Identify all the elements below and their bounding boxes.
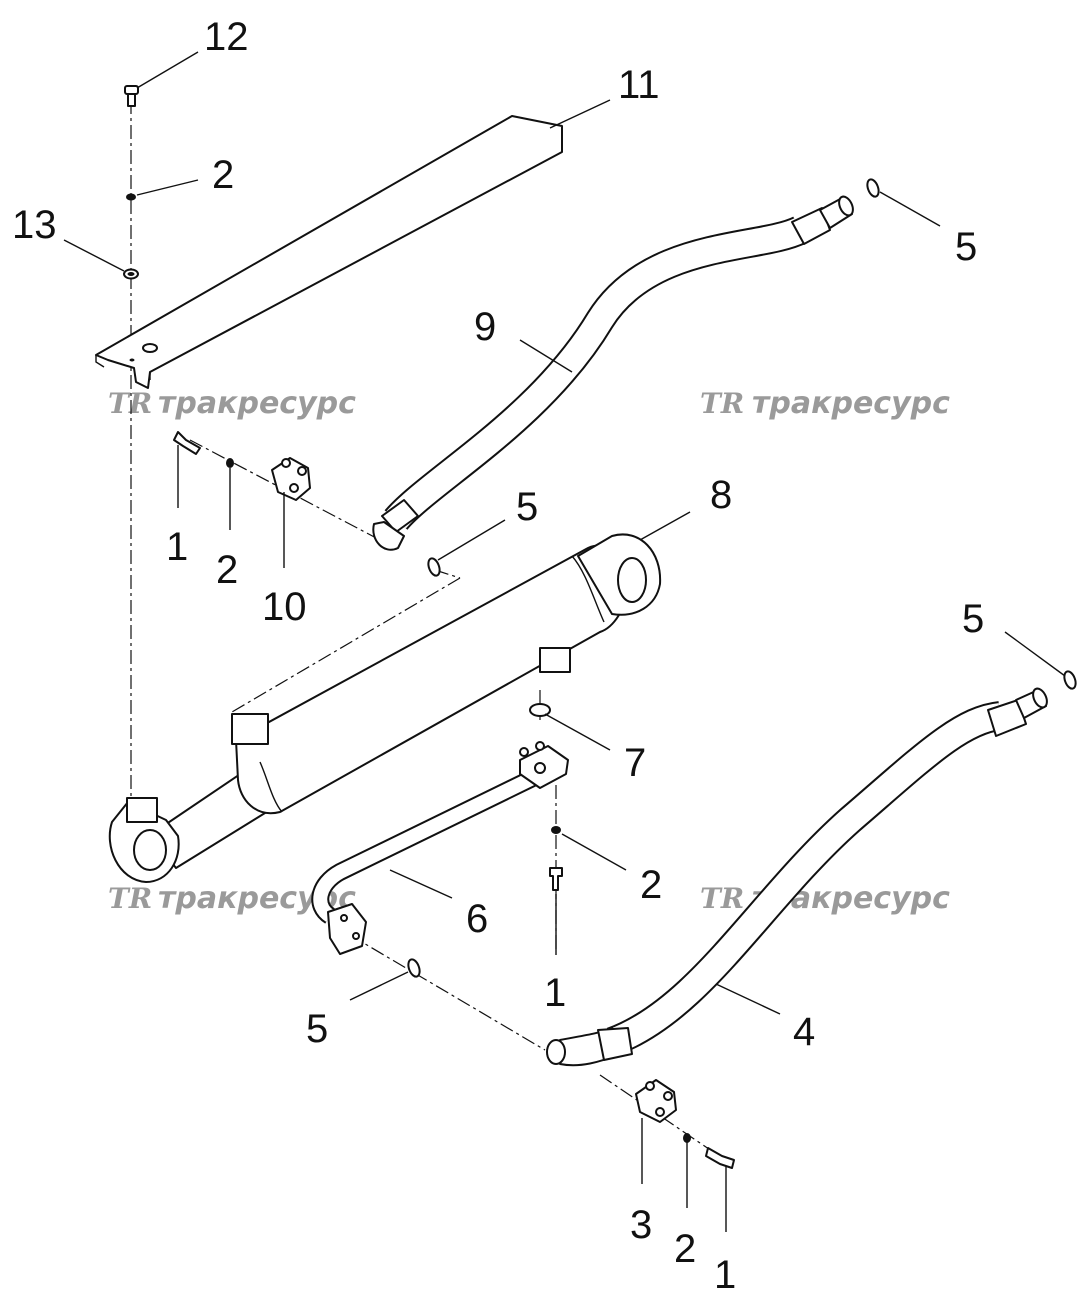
callout-2: 2: [674, 1227, 696, 1271]
watermark-logo: TR: [700, 882, 744, 915]
watermark-2: TR тракресурс: [700, 386, 950, 421]
watermark-logo: TR: [700, 387, 744, 420]
callout-4: 4: [793, 1010, 815, 1054]
callout-6: 6: [466, 897, 488, 941]
o-ring-7: [529, 703, 551, 717]
washer-2-left: [226, 458, 234, 468]
callout-2: 2: [640, 863, 662, 907]
washer-2-top: [126, 193, 136, 201]
callout-7: 7: [624, 741, 646, 785]
watermark-logo: TR: [108, 387, 152, 420]
hose-9: [372, 195, 854, 551]
steel-tube-6: [311, 741, 569, 955]
callout-5: 5: [962, 597, 984, 641]
bolt-top: [124, 85, 139, 107]
leader-lines: [63, 51, 1066, 1232]
callouts: 12 11 2 13 5 9 1 2 10 5 8 5 7 2 6 1 5 4 …: [12, 15, 984, 1297]
callout-11: 11: [618, 63, 660, 107]
washer-2-bottom: [683, 1133, 691, 1143]
callout-2: 2: [212, 153, 234, 197]
o-ring-5-mid: [427, 557, 441, 577]
callout-10: 10: [262, 585, 307, 629]
o-ring-5-upper: [866, 178, 880, 198]
o-ring-5-right: [1063, 670, 1077, 690]
bolt-bottom: [705, 1147, 735, 1169]
callout-2: 2: [216, 548, 238, 592]
callout-5: 5: [306, 1007, 328, 1051]
callout-9: 9: [474, 305, 496, 349]
bolt-right: [549, 867, 563, 891]
watermark-text: тракресурс: [752, 386, 950, 421]
o-ring-5-lower-left: [407, 958, 421, 978]
callout-3: 3: [630, 1203, 652, 1247]
washer-2-right: [551, 826, 561, 834]
assembly-axes: [130, 100, 726, 1161]
watermark-logo: TR: [108, 882, 152, 915]
watermark-1: TR тракресурс: [108, 386, 356, 421]
callout-1: 1: [714, 1253, 736, 1297]
callout-8: 8: [710, 473, 732, 517]
hose-4: [546, 687, 1048, 1067]
washer-13: [123, 268, 139, 280]
callout-5: 5: [516, 485, 538, 529]
bolt-left: [173, 431, 201, 455]
flange-clamp-3: [635, 1079, 677, 1123]
bracket-plate: [95, 115, 563, 389]
callout-5: 5: [955, 225, 977, 269]
hydraulic-cylinder: [108, 533, 662, 883]
callout-1: 1: [166, 525, 188, 569]
watermark-text: тракресурс: [158, 386, 356, 421]
callout-1: 1: [544, 971, 566, 1015]
callout-12: 12: [204, 15, 249, 59]
flange-clamp-10: [271, 457, 311, 501]
callout-13: 13: [12, 203, 57, 247]
watermark-4: TR тракресурс: [700, 881, 950, 916]
